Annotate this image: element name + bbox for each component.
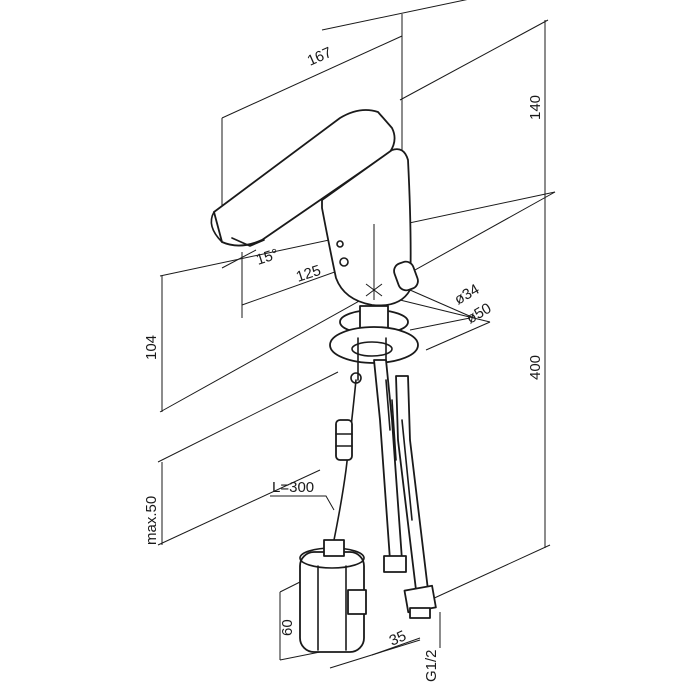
label-overall-length: 167 <box>305 44 335 70</box>
label-spout-reach: 125 <box>294 262 323 286</box>
battery-pack <box>299 539 367 653</box>
label-thread: G1/2 <box>423 649 440 682</box>
label-total-height: 400 <box>527 355 544 380</box>
flexible-hoses <box>373 359 437 619</box>
mounting-hardware <box>329 305 419 381</box>
label-cable-length: L=300 <box>272 479 314 496</box>
label-flange-diameter: ø50 <box>464 300 495 328</box>
label-battery-height: 60 <box>279 619 296 636</box>
label-battery-width: 35 <box>387 627 409 649</box>
label-deck-to-spout: 104 <box>143 335 160 360</box>
label-deck-thickness: max.50 <box>143 496 160 545</box>
dimension-lines <box>157 0 556 669</box>
label-height-above-deck: 140 <box>527 95 544 120</box>
faucet-body <box>210 109 419 307</box>
label-spout-angle: 15° <box>254 246 281 269</box>
sensor-cable <box>333 372 362 541</box>
